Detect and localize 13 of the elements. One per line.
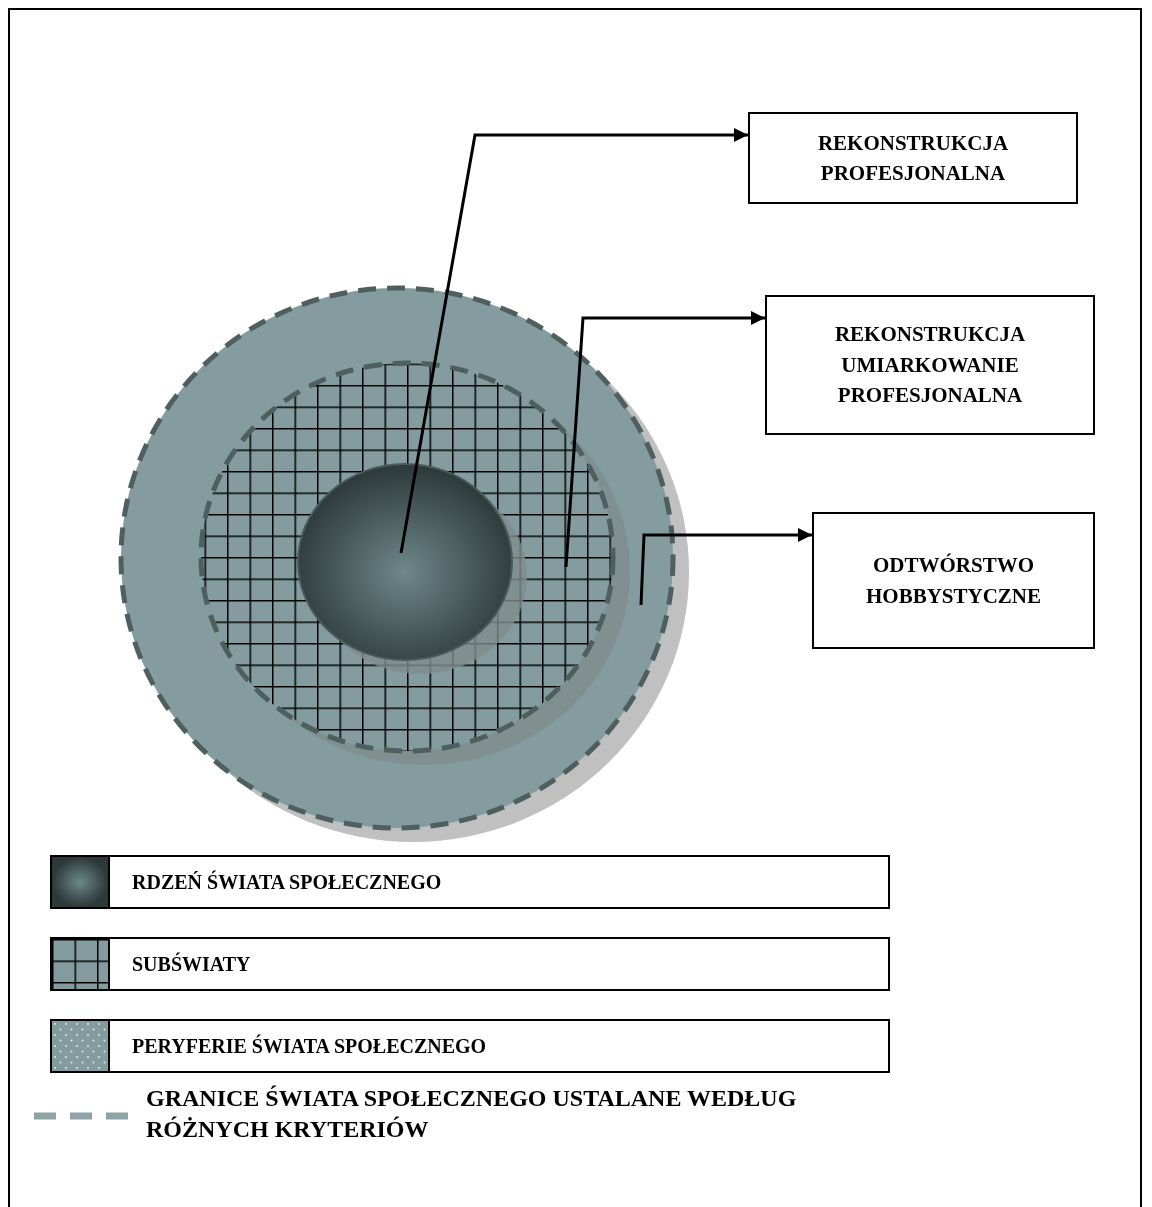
leader-arrow — [564, 311, 765, 568]
label-box: REKONSTRUKCJA PROFESJONALNA — [748, 112, 1078, 204]
subworld-region — [198, 360, 630, 765]
leader-arrow — [639, 528, 812, 606]
periphery-ring — [118, 285, 689, 842]
legend-label: GRANICE ŚWIATA SPOŁECZNEGO USTALANE WEDŁUG RÓŻNYCH KRYTERIÓW — [146, 1084, 798, 1145]
legend-label: PERYFERIE ŚWIATA SPOŁECZNEGO — [132, 1035, 487, 1058]
legend-label: SUBŚWIATY — [132, 953, 251, 976]
core-ellipse — [297, 463, 527, 674]
label-box: ODTWÓRSTWO HOBBYSTYCZNE — [812, 512, 1095, 649]
leader-arrow — [399, 128, 748, 554]
legend-label: RDZEŃ ŚWIATA SPOŁECZNEGO — [132, 871, 442, 894]
label-box: REKONSTRUKCJA UMIARKOWANIE PROFESJONALNA — [765, 295, 1095, 435]
